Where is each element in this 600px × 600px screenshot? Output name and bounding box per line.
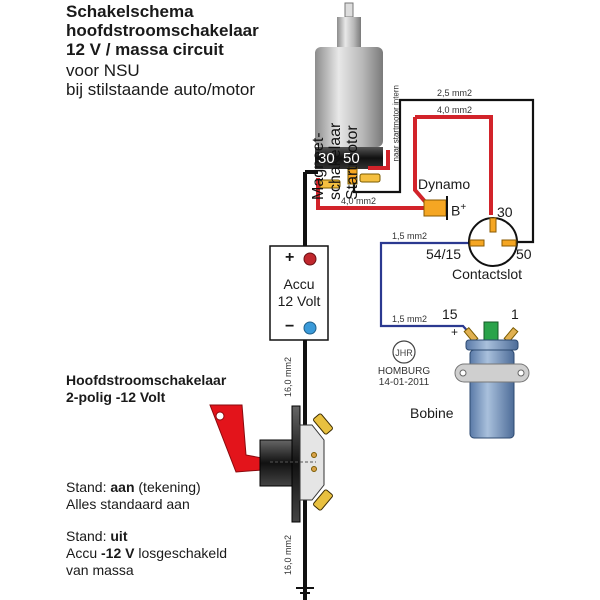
dynamo-terminal-b: B: [451, 202, 461, 219]
battery: [269, 245, 329, 341]
dynamo-label: Dynamo: [418, 176, 471, 192]
main-switch-title-1: Hoofdstroomschakelaar: [66, 372, 227, 388]
wire-black: [303, 170, 318, 600]
wire-label-blue-bottom: 1,5 mm2: [392, 314, 428, 324]
starter-label-2: schakelaar: [327, 122, 344, 200]
starter-label-3: Startmotor: [344, 125, 361, 200]
contactslot-t5415: 54/15: [426, 246, 462, 262]
wire-label-top-black: 2,5 mm2: [437, 88, 473, 98]
battery-plus: +: [285, 249, 295, 266]
contactslot-t50: 50: [516, 246, 532, 262]
off-desc-suffix: losgeschakeld: [134, 545, 228, 561]
switch-state-off-desc-2: van massa: [66, 562, 134, 578]
coil-terminal-1: 1: [511, 306, 519, 322]
title-line-5: bij stilstaande auto/motor: [66, 80, 255, 99]
starter-internal-note: naar startmotor intern: [391, 85, 401, 162]
title-line-3: 12 V / massa circuit: [66, 40, 224, 59]
stamp-line-1: HOMBURG: [377, 366, 431, 377]
switch-state-off-desc: Accu -12 V losgeschakeld: [66, 545, 227, 562]
wire-blue: [379, 241, 478, 337]
battery-label-2: 12 Volt: [277, 293, 321, 309]
off-desc-bold: -12 V: [101, 545, 135, 561]
svg-text:JHR: JHR: [395, 348, 413, 358]
starter-terminals: [319, 167, 381, 189]
starter-solenoid: [315, 2, 383, 169]
wire-black-thin: [352, 98, 535, 244]
ignition-coil: [454, 321, 530, 439]
switch-state-on: Stand: aan (tekening): [66, 479, 201, 496]
battery-label-1: Accu: [283, 276, 315, 292]
contactslot-label: Contactslot: [452, 266, 523, 282]
switch-state-off: Stand: uit: [66, 528, 127, 545]
wire-label-ground-lower: 16,0 mm2: [283, 534, 294, 576]
on-prefix: Stand:: [66, 479, 111, 495]
title-line-4: voor NSU: [66, 61, 140, 80]
coil-terminal-15: 15: [442, 306, 458, 322]
starter-terminal-50: 50: [343, 150, 360, 167]
switch-state-on-desc: Alles standaard aan: [66, 496, 190, 512]
stamp-line-2: 14-01-2011: [378, 377, 430, 388]
title-line-1: Schakelschema: [66, 2, 194, 21]
starter-label-1: Magneet-: [310, 132, 327, 200]
contactslot-t30: 30: [497, 204, 513, 220]
off-bold: uit: [110, 528, 128, 544]
wire-label-dynamo-red: 4,0 mm2: [341, 196, 377, 206]
dynamo-terminal-label: B+: [451, 200, 466, 219]
wire-label-ground-upper: 16,0 mm2: [283, 356, 294, 398]
wire-label-blue-top: 1,5 mm2: [392, 231, 428, 241]
battery-minus: −: [285, 318, 295, 335]
main-switch: [209, 404, 333, 523]
starter-label: Magneet- schakelaar Startmotor: [310, 40, 370, 200]
on-suffix: (tekening): [134, 479, 201, 495]
dynamo-terminal-plus: +: [460, 202, 467, 213]
coil-plus: +: [451, 325, 459, 339]
starter-terminal-30: 30: [318, 150, 335, 167]
off-desc-prefix: Accu: [66, 545, 102, 561]
main-switch-title-2: 2-polig -12 Volt: [66, 389, 166, 405]
title-line-2: hoofdstroomschakelaar: [66, 21, 259, 40]
dynamo-terminal: [423, 196, 448, 220]
jhr-logo: JHR: [392, 340, 416, 364]
on-bold: aan: [110, 479, 135, 495]
off-prefix: Stand:: [66, 528, 111, 544]
ignition-switch: [468, 217, 518, 267]
wire-label-top-red: 4,0 mm2: [437, 105, 473, 115]
ground-symbol: [296, 587, 314, 599]
coil-label: Bobine: [410, 405, 454, 421]
